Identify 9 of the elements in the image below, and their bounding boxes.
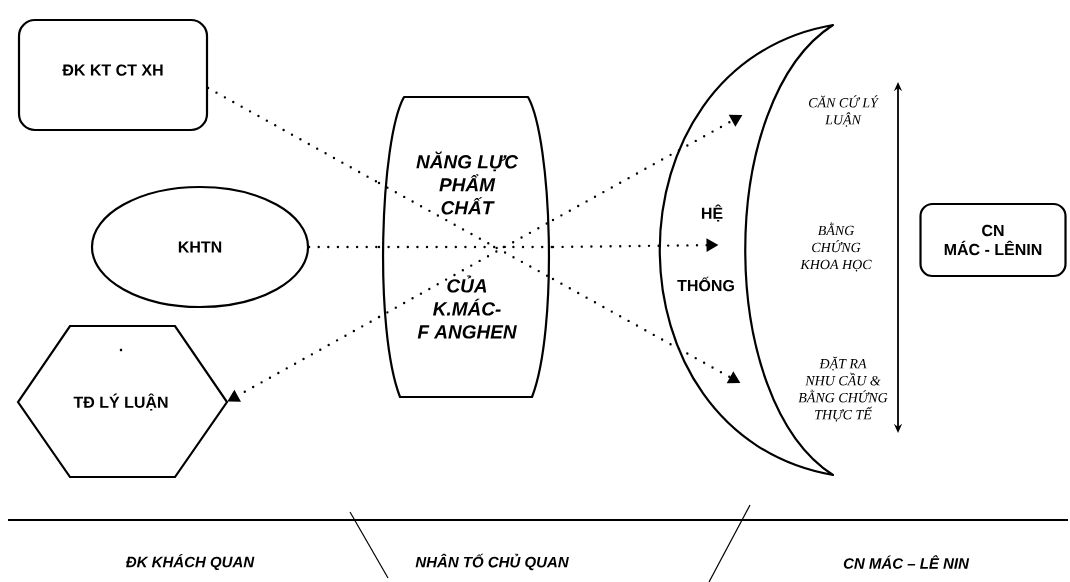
- section-label: ĐK KHÁCH QUAN: [126, 553, 255, 571]
- side-label: ĐẶT RA NHU CẦU & BẰNG CHỨNG THỰC TẾ: [798, 356, 888, 422]
- section-label: NHÂN TỐ CHỦ QUAN: [415, 553, 569, 571]
- section-label: CN MÁC – LÊ NIN: [843, 555, 970, 569]
- side-label: CĂN CỨ LÝ LUẬN: [808, 95, 880, 127]
- side-label: BẰNG CHỨNG KHOA HỌC: [800, 222, 872, 272]
- rounded-box: CN MÁC - LÊNIN: [919, 202, 1067, 278]
- hexagon: . TĐ LÝ LUẬN: [16, 324, 229, 479]
- rounded-box: ĐK KT CT XH: [17, 18, 209, 132]
